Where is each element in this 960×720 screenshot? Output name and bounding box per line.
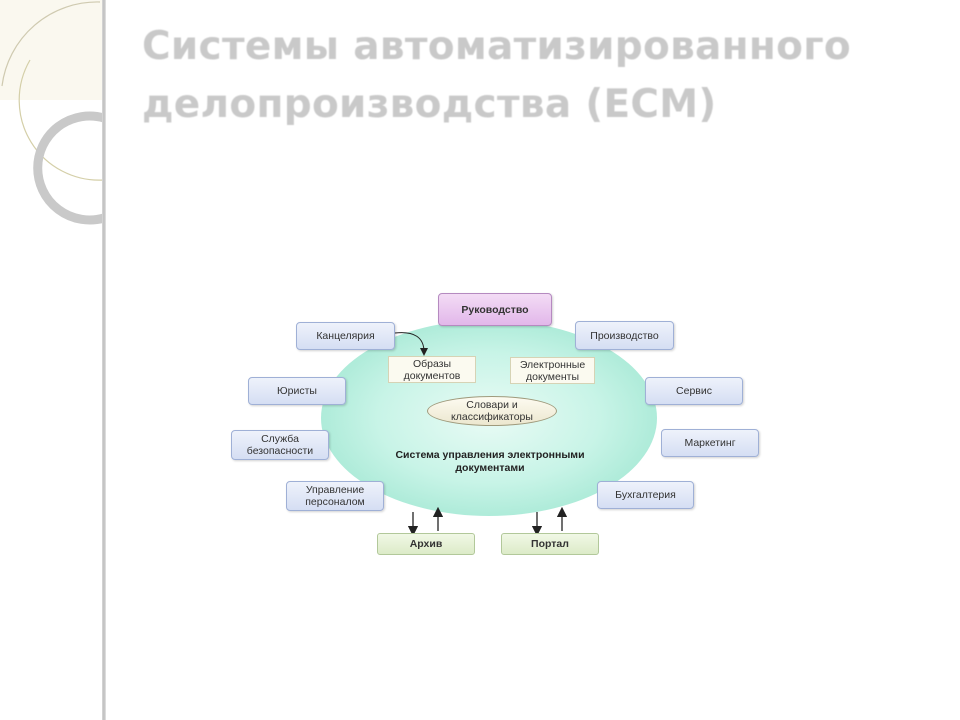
corner-shade (0, 0, 104, 100)
center-label: Система управления электронными документ… (395, 449, 585, 474)
decorative-rings (1, 1, 106, 225)
item-dictionaries-classifiers: Словари и классификаторы (427, 396, 557, 426)
node-security-service: Служба безопасности (231, 430, 329, 460)
node-chancellery: Канцелярия (296, 322, 395, 350)
node-management: Руководство (438, 293, 552, 326)
item-document-images: Образы документов (388, 356, 476, 383)
item-electronic-documents: Электронные документы (510, 357, 595, 384)
node-accounting: Бухгалтерия (597, 481, 694, 509)
vertical-divider (102, 0, 106, 720)
node-hr-management: Управление персоналом (286, 481, 384, 511)
node-archive: Архив (377, 533, 475, 555)
slide-title: Системы автоматизированного делопроизвод… (142, 24, 852, 127)
node-service: Сервис (645, 377, 743, 405)
connector-arrow (394, 332, 428, 356)
node-lawyers: Юристы (248, 377, 346, 405)
node-portal: Портал (501, 533, 599, 555)
node-production: Производство (575, 321, 674, 350)
node-marketing: Маркетинг (661, 429, 759, 457)
